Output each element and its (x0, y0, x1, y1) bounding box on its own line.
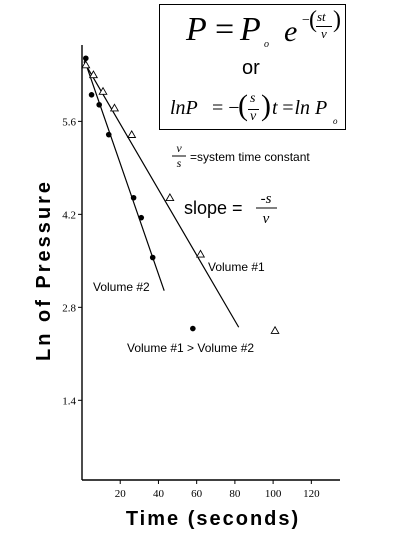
x-tick-label: 40 (153, 488, 165, 500)
volume2-point (105, 131, 112, 138)
x-tick-label: 120 (303, 488, 320, 500)
formula-p: P (186, 11, 207, 48)
volume2-point (88, 92, 95, 98)
formula-exp-bar (316, 26, 332, 27)
formula-ln-paren-close: ) (261, 89, 271, 122)
y-axis-label: Ln of Pressure (33, 179, 55, 361)
formula-or: or (242, 57, 260, 79)
formula-exp-paren-close: ) (333, 7, 341, 33)
time-constant-num: v (176, 141, 182, 155)
formula-ln-paren-open: ( (238, 89, 248, 122)
formula-exp-minus: − (302, 13, 310, 28)
volume1-point (165, 193, 175, 202)
x-tick-label: 20 (115, 488, 127, 500)
time-constant-text: =system time constant (190, 150, 310, 164)
volume1-label: Volume #1 (208, 260, 265, 274)
formula-exp-paren-open: ( (309, 7, 317, 33)
volume1-fit-line (83, 61, 240, 328)
axes (81, 45, 340, 481)
volume1-point (270, 325, 280, 334)
slope-den: v (263, 211, 270, 227)
volume2-label: Volume #2 (93, 280, 150, 294)
volume2-point (190, 325, 196, 332)
volume1-point (195, 249, 206, 258)
formula-ln-rhs: =ln P (281, 97, 328, 119)
volume2-point (83, 55, 89, 62)
slope-num: -s (261, 191, 272, 207)
formula-ln-eq: = − (212, 97, 240, 119)
data-points (81, 55, 280, 334)
comparison-label: Volume #1 > Volume #2 (127, 341, 254, 355)
formula-ln-num: s (250, 91, 256, 106)
formula-p0-sub: o (264, 39, 269, 50)
formula-ln-den: v (250, 109, 257, 124)
x-tick-label: 60 (191, 488, 203, 500)
y-tick-label: 4.2 (62, 209, 76, 221)
volume1-point (88, 70, 99, 79)
x-axis-label: Time (seconds) (126, 508, 300, 530)
y-tick-label: 5.6 (62, 116, 76, 128)
formula-ln-lhs: lnP (170, 97, 198, 119)
formula-ln-bar (248, 109, 259, 110)
formula-exp-den: v (321, 26, 327, 41)
formula-ln-t: t (272, 97, 278, 119)
formula-exp-num: st (317, 9, 326, 24)
volume2-point (130, 194, 137, 201)
slope-label: slope = (184, 198, 243, 218)
volume2-point (138, 214, 145, 221)
volume1-point (109, 103, 120, 112)
formula-p0: P (240, 11, 261, 48)
volume2-point (96, 101, 102, 108)
x-tick-label: 80 (229, 488, 241, 500)
ticks: 20 40 60 80 100 120 1.4 2.8 4.2 5.6 (62, 116, 320, 500)
formula-box: P = P o e − ( st v ) or lnP = − ( s v ) … (159, 4, 346, 130)
x-tick-label: 100 (265, 488, 282, 500)
volume2-point (149, 254, 156, 261)
formula-ln-rhs-sub: o (333, 116, 338, 126)
time-constant-den: s (177, 156, 182, 170)
volume1-point (127, 129, 137, 138)
volume1-point (81, 60, 91, 69)
volume1-point (98, 86, 108, 95)
volume2-fit-line (83, 58, 165, 291)
y-tick-label: 2.8 (62, 302, 76, 314)
formula-eq: = (215, 11, 235, 48)
fit-lines (83, 58, 240, 328)
formula-e: e (284, 15, 298, 48)
y-tick-label: 1.4 (62, 395, 76, 407)
